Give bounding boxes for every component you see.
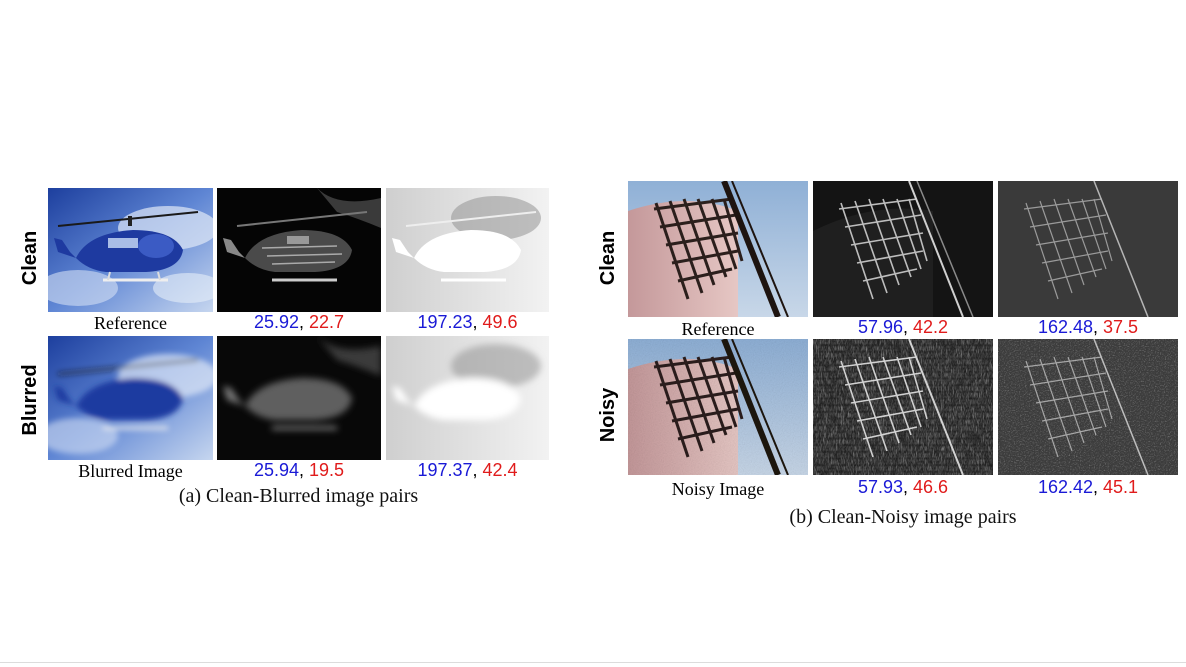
metric-separator: ,: [902, 477, 913, 497]
metric-a-top-2: 197.23, 49.6: [386, 312, 549, 333]
metric-value-red: 42.2: [913, 317, 949, 337]
metric-value-red: 22.7: [309, 312, 345, 332]
metric-value-blue: 162.42: [1037, 477, 1093, 497]
row-label-clean-b: Clean: [597, 230, 619, 286]
metric-value-blue: 57.96: [857, 317, 903, 337]
windmill-noisy-image: [628, 339, 808, 475]
caption-reference-a: Reference: [94, 313, 167, 333]
metric-separator: ,: [1093, 477, 1104, 497]
caption-noisy-image: Noisy Image: [671, 479, 765, 499]
metric-value-red: 45.1: [1103, 477, 1139, 497]
windmill-noisy-feature-map-2: [998, 339, 1178, 475]
metric-separator: ,: [298, 460, 309, 480]
helicopter-clean-feature-map-1: [217, 188, 381, 312]
metric-value-red: 49.6: [482, 312, 518, 332]
panel-b-caption: (b) Clean-Noisy image pairs: [789, 506, 1017, 528]
metric-value-red: 42.4: [482, 460, 518, 480]
windmill-clean-feature-map-1: [813, 181, 993, 317]
row-label-noisy-b: Noisy: [597, 387, 619, 443]
metric-value-blue: 57.93: [857, 477, 903, 497]
bottom-divider: [0, 662, 1186, 663]
metric-b-bottom-1: 57.93, 46.6: [813, 477, 993, 498]
metric-value-blue: 197.23: [417, 312, 473, 332]
metric-separator: ,: [472, 460, 483, 480]
metric-a-top-1: 25.92, 22.7: [217, 312, 381, 333]
helicopter-blurred-feature-map-1: [217, 336, 381, 460]
metric-value-blue: 25.92: [253, 312, 299, 332]
helicopter-clean-feature-map-2: [386, 188, 549, 312]
metric-value-red: 19.5: [309, 460, 345, 480]
metric-b-bottom-2: 162.42, 45.1: [998, 477, 1178, 498]
helicopter-clean-image: [48, 188, 213, 312]
metric-value-blue: 197.37: [417, 460, 473, 480]
windmill-clean-image: [628, 181, 808, 317]
windmill-noisy-feature-map-1: [813, 339, 993, 475]
helicopter-blurred-image: [48, 336, 213, 460]
metric-a-bottom-2: 197.37, 42.4: [386, 460, 549, 481]
metric-value-blue: 162.48: [1037, 317, 1093, 337]
metric-separator: ,: [1093, 317, 1104, 337]
windmill-clean-feature-map-2: [998, 181, 1178, 317]
caption-blurred-image: Blurred Image: [78, 461, 183, 481]
metric-separator: ,: [902, 317, 913, 337]
metric-value-red: 46.6: [913, 477, 949, 497]
panel-a-caption: (a) Clean-Blurred image pairs: [178, 485, 419, 507]
metric-separator: ,: [472, 312, 483, 332]
metric-a-bottom-1: 25.94, 19.5: [217, 460, 381, 481]
metric-value-red: 37.5: [1103, 317, 1139, 337]
row-label-blurred-a: Blurred: [19, 364, 41, 436]
metric-b-top-2: 162.48, 37.5: [998, 317, 1178, 338]
metric-b-top-1: 57.96, 42.2: [813, 317, 993, 338]
helicopter-blurred-feature-map-2: [386, 336, 549, 460]
metric-value-blue: 25.94: [253, 460, 299, 480]
row-label-clean-a: Clean: [19, 230, 41, 286]
metric-separator: ,: [298, 312, 309, 332]
caption-reference-b: Reference: [681, 319, 755, 339]
